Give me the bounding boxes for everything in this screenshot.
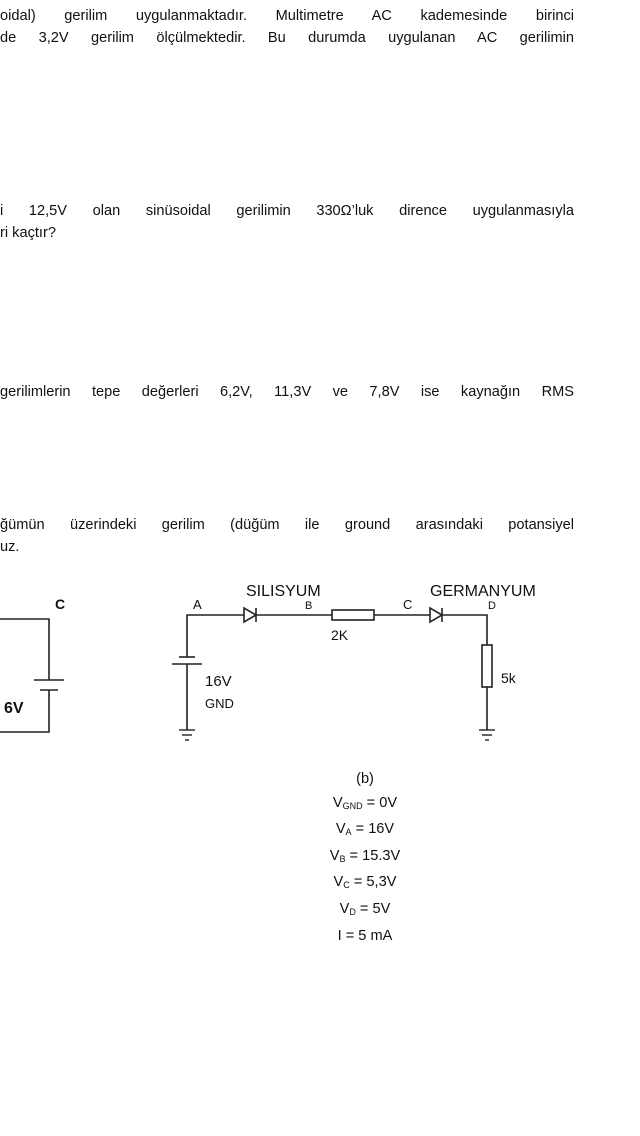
ground-label: GND — [205, 696, 234, 711]
diode-2-label: GERMANYUM — [430, 583, 536, 600]
question-3-line-1: gerilimlerin tepe değerleri 6,2V, 11,3V … — [0, 384, 574, 400]
resistor-2-label: 5k — [501, 670, 517, 686]
question-1-line-2: de 3,2V gerilim ölçülmektedir. Bu durumd… — [0, 30, 574, 46]
answer-v-gnd: VGND = 0V — [332, 794, 398, 811]
question-2-line-2: ri kaçtır? — [0, 225, 56, 241]
question-4-text: ğümün üzerindeki gerilim (düğüm ile grou… — [0, 514, 574, 558]
question-2-text: i 12,5V olan sinüsoidal gerilimin 330Ω’l… — [0, 200, 574, 244]
answers-block: (b) VGND = 0V VA = 16V VB = 15.3V VC = 5… — [290, 768, 440, 948]
answer-v-b: VB = 15.3V — [329, 847, 401, 864]
ground-symbol-right — [479, 729, 495, 741]
ground-symbol-left — [179, 729, 195, 741]
question-2-line-1: i 12,5V olan sinüsoidal gerilimin 330Ω’l… — [0, 203, 574, 219]
source-value-label: 16V — [205, 673, 232, 690]
question-4-line-2: uz. — [0, 539, 20, 555]
question-3-text: gerilimlerin tepe değerleri 6,2V, 11,3V … — [0, 381, 574, 403]
answer-current: I = 5 mA — [337, 927, 393, 944]
node-d-label: D — [488, 600, 496, 612]
answer-v-a: VA = 16V — [335, 821, 395, 838]
node-a-label: A — [193, 597, 202, 612]
circuit-b-wires — [172, 606, 493, 730]
circuit-a — [0, 618, 64, 733]
node-c-label: C — [403, 597, 412, 612]
answer-v-c: VC = 5,3V — [333, 874, 397, 891]
diode-1-label: SILISYUM — [246, 583, 321, 600]
question-4-line-1: ğümün üzerindeki gerilim (düğüm ile grou… — [0, 517, 574, 533]
resistor-1-label: 2K — [331, 627, 349, 643]
node-b-label: B — [305, 600, 312, 612]
circuit-a-node-c: C — [55, 596, 65, 612]
circuit-a-source-value: 6V — [4, 700, 24, 717]
answers-caption: (b) — [356, 771, 374, 787]
question-1-line-1: oidal) gerilim uygulanmaktadır. Multimet… — [0, 8, 574, 24]
answer-v-d: VD = 5V — [339, 900, 391, 917]
question-1-text: oidal) gerilim uygulanmaktadır. Multimet… — [0, 5, 574, 49]
